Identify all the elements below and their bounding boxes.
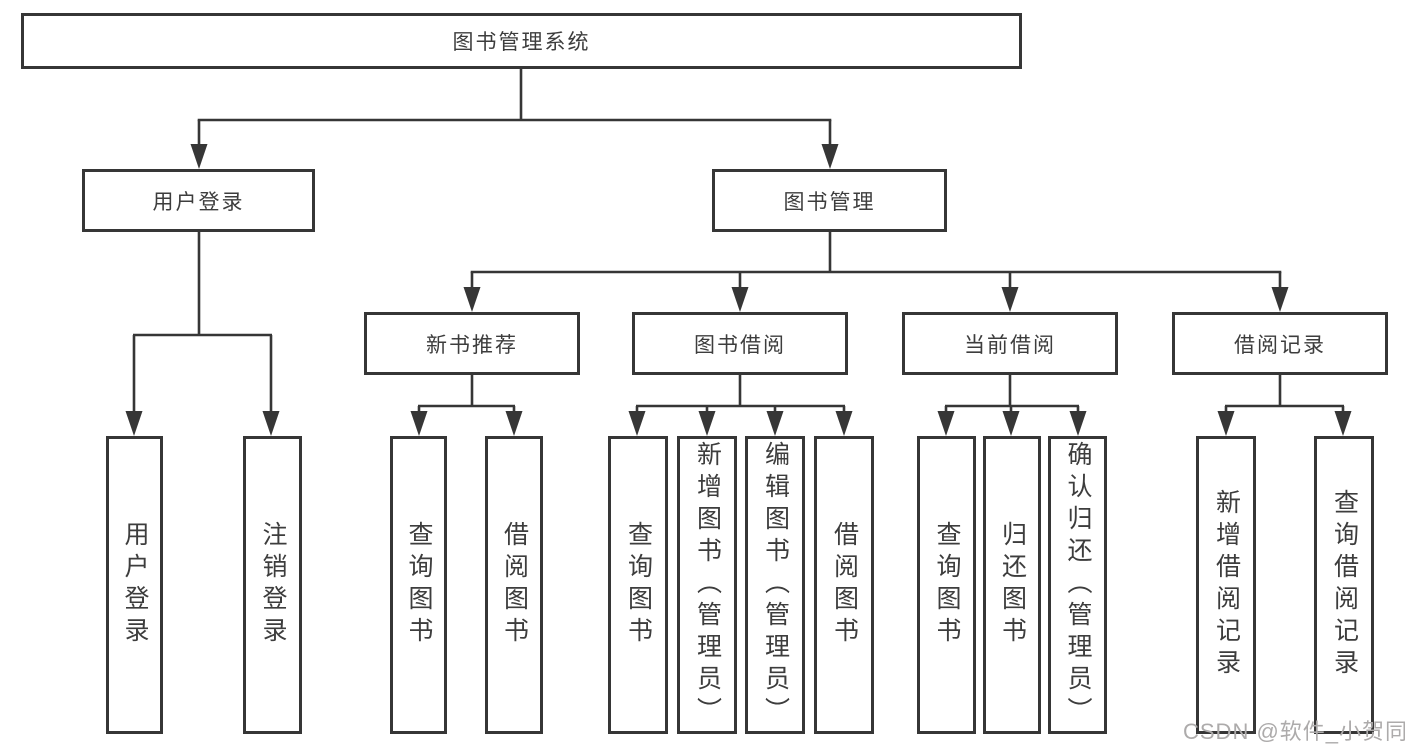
connector-newbook-to-children <box>410 375 523 436</box>
node-root-label: 图书管理系统 <box>452 31 591 54</box>
node-user-login-branch: 用户登录 <box>82 169 315 232</box>
node-leaf-query-books-3: 查询图书 <box>917 436 976 734</box>
node-section-borrow-records: 借阅记录 <box>1172 312 1388 375</box>
connector-root-to-branches <box>190 68 839 169</box>
node-user-login-branch-label: 用户登录 <box>152 190 245 214</box>
node-leaf-add-borrow-record: 新增借阅记录 <box>1196 436 1256 734</box>
node-leaf-borrow-books-1: 借阅图书 <box>485 436 543 734</box>
node-leaf-logout-label: 注销登录 <box>259 521 287 649</box>
node-section-new-book-recommend: 新书推荐 <box>364 312 580 375</box>
node-leaf-user-login-label: 用户登录 <box>121 521 149 649</box>
node-leaf-borrow-books-2: 借阅图书 <box>814 436 874 734</box>
node-leaf-query-borrow-record-label: 查询借阅记录 <box>1330 489 1359 681</box>
node-leaf-query-books-1: 查询图书 <box>390 436 447 734</box>
node-leaf-confirm-return-admin-label: 确认归还（管理员） <box>1064 441 1092 729</box>
node-book-management-branch-label: 图书管理 <box>783 190 876 214</box>
node-leaf-return-books-label: 归还图书 <box>998 521 1027 649</box>
node-leaf-confirm-return-admin: 确认归还（管理员） <box>1048 436 1107 734</box>
connector-login-to-children <box>125 232 280 436</box>
node-leaf-query-books-3-label: 查询图书 <box>933 521 961 649</box>
node-section-current-borrowing: 当前借阅 <box>902 312 1118 375</box>
node-leaf-add-borrow-record-label: 新增借阅记录 <box>1212 489 1241 681</box>
node-leaf-query-borrow-record: 查询借阅记录 <box>1314 436 1374 734</box>
node-section-new-book-recommend-label: 新书推荐 <box>426 333 518 357</box>
node-leaf-borrow-books-2-label: 借阅图书 <box>830 521 859 649</box>
node-leaf-edit-books-admin: 编辑图书（管理员） <box>745 436 805 734</box>
node-root: 图书管理系统 <box>21 13 1022 69</box>
node-leaf-add-books-admin: 新增图书（管理员） <box>677 436 737 734</box>
node-leaf-return-books: 归还图书 <box>983 436 1041 734</box>
node-leaf-add-books-admin-label: 新增图书（管理员） <box>693 441 722 729</box>
node-leaf-query-books-2-label: 查询图书 <box>624 521 653 649</box>
watermark: CSDN @软件_小贺同学 <box>1183 719 1405 744</box>
node-leaf-query-books-1-label: 查询图书 <box>405 521 433 649</box>
node-leaf-logout: 注销登录 <box>243 436 302 734</box>
node-book-management-branch: 图书管理 <box>712 169 947 232</box>
connector-borrowing-to-children <box>628 375 853 436</box>
node-section-book-borrowing: 图书借阅 <box>632 312 848 375</box>
node-section-borrow-records-label: 借阅记录 <box>1234 333 1326 357</box>
node-leaf-borrow-books-1-label: 借阅图书 <box>500 521 529 649</box>
node-section-book-borrowing-label: 图书借阅 <box>694 333 786 357</box>
node-section-current-borrowing-label: 当前借阅 <box>964 333 1056 357</box>
node-leaf-query-books-2: 查询图书 <box>608 436 668 734</box>
connector-records-to-children <box>1217 375 1352 436</box>
node-leaf-edit-books-admin-label: 编辑图书（管理员） <box>761 441 790 729</box>
connector-management-to-sections <box>463 232 1289 312</box>
connector-current-to-children <box>937 375 1087 436</box>
node-leaf-user-login: 用户登录 <box>106 436 163 734</box>
